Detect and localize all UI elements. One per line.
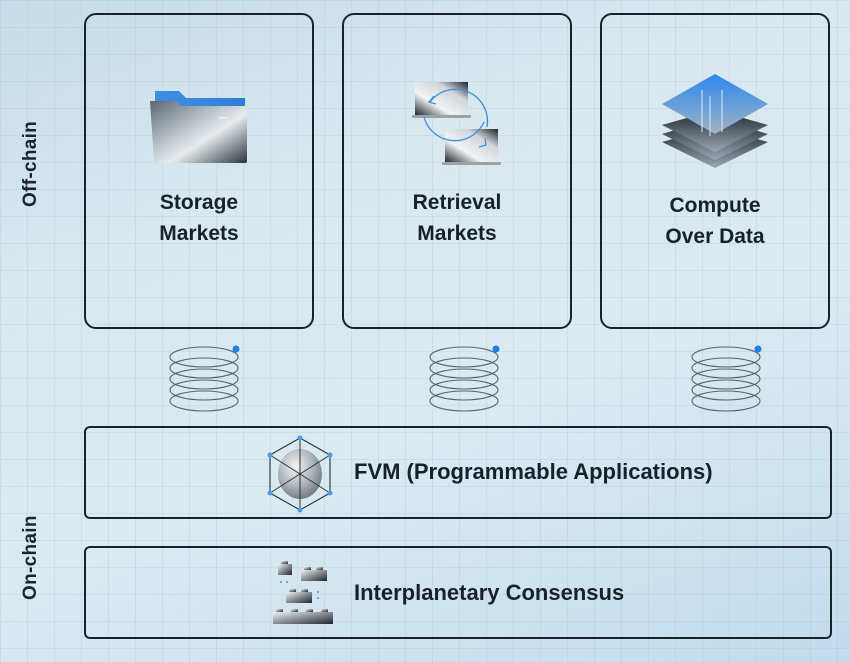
consensus-label: Interplanetary Consensus bbox=[354, 580, 625, 605]
fvm-layer: FVM (Programmable Applications) bbox=[84, 426, 832, 519]
layers-stack-icon bbox=[662, 74, 768, 168]
compute-over-data-card: Compute Over Data bbox=[600, 13, 830, 329]
retrieval-markets-card: Retrieval Markets bbox=[342, 13, 572, 329]
folder-icon bbox=[150, 91, 247, 163]
consensus-layer: Interplanetary Consensus bbox=[84, 546, 832, 639]
on-chain-label: On-chain bbox=[20, 515, 41, 600]
spring-coil-icon bbox=[691, 345, 762, 412]
storage-markets-title: Storage Markets bbox=[159, 191, 239, 245]
laptops-sync-icon bbox=[412, 82, 501, 165]
spring-coil-icon bbox=[169, 345, 240, 412]
spring-coil-icon bbox=[429, 345, 500, 412]
storage-markets-card: Storage Markets bbox=[84, 13, 314, 329]
blocks-stack-icon bbox=[273, 561, 333, 624]
fvm-label: FVM (Programmable Applications) bbox=[354, 459, 713, 484]
retrieval-markets-title: Retrieval Markets bbox=[412, 191, 502, 245]
off-chain-label: Off-chain bbox=[20, 120, 41, 207]
hexagon-sphere-icon bbox=[267, 435, 333, 513]
compute-over-data-title: Compute Over Data bbox=[665, 194, 765, 248]
